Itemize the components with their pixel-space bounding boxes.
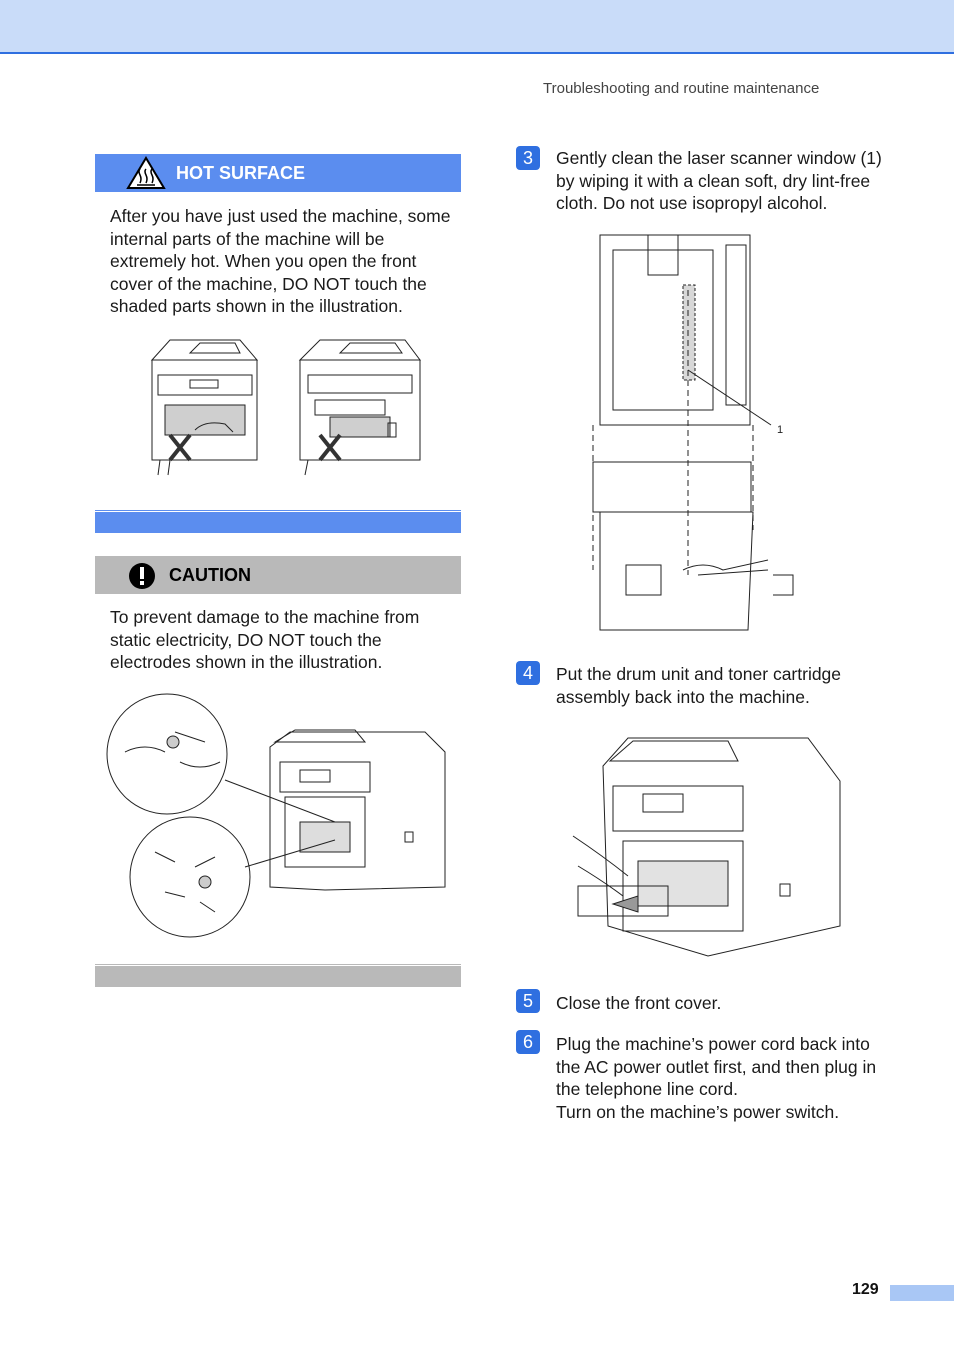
step-3-number: 3 [516,146,540,170]
laser-window-callout: 1 [777,424,783,436]
hot-surface-end-rule [95,510,461,511]
step-6-number: 6 [516,1030,540,1054]
laser-scanner-window-illustration: 1 [592,234,794,631]
step-5-text: Close the front cover. [556,993,722,1013]
page-number: 129 [852,1281,879,1298]
caution-end-rule [95,964,461,965]
page-tab [890,1285,954,1301]
step-6-line-1: Plug the machine’s power cord back into … [556,1034,877,1099]
hot-surface-end-bar [95,512,461,533]
caution-banner [95,556,461,594]
caution-end-bar [95,966,461,987]
step-5-number: 5 [516,989,540,1013]
drum-unit-insertion-illustration [572,737,841,957]
step-3-text: Gently clean the laser scanner window (1… [556,148,882,213]
step-6-text: Plug the machine’s power cord back into … [556,1033,886,1123]
hot-surface-warning-icon [126,156,166,189]
electrodes-illustration [106,693,446,938]
caution-title: CAUTION [169,565,251,585]
step-4-number: 4 [516,661,540,685]
hot-surface-title: HOT SURFACE [176,163,306,183]
step-4-text: Put the drum unit and toner cartridge as… [556,664,842,707]
hot-surface-text: After you have just used the machine, so… [110,206,451,316]
step-6-line-2: Turn on the machine’s power switch. [556,1101,840,1122]
caution-exclamation-icon [129,563,155,589]
section-title: Troubleshooting and routine maintenance [543,80,820,97]
hot-surface-illustration [150,339,421,476]
header-band [0,0,954,54]
caution-text: To prevent damage to the machine from st… [110,607,420,672]
